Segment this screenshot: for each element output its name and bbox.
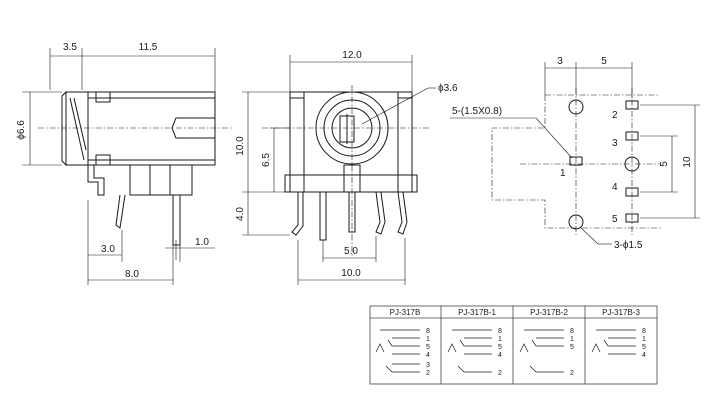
dim-10-0-vertical: 10.0 [235,136,246,156]
c4-pin-5: 5 [642,344,646,351]
dim-3: 3 [557,56,563,67]
pin-4: 4 [612,182,618,193]
dim-3-5: 3.5 [63,42,77,53]
c2-pin-5: 5 [498,344,502,351]
c1-pin-3: 3 [426,362,430,369]
pin-5: 5 [612,214,618,225]
table-header-pj317b-3: PJ-317B-3 [602,308,640,317]
schematic-pj317b: 8 1 5 4 3 2 [375,328,430,377]
c4-pin-8: 8 [642,328,646,335]
dim-11-5: 11.5 [139,42,158,53]
pin-1: 1 [560,168,566,179]
table-header-pj317b: PJ-317B [390,308,421,317]
c3-pin-1: 1 [570,336,574,343]
c2-pin-8: 8 [498,328,502,335]
c1-pin-4: 4 [426,352,430,359]
dim-1-0: 1.0 [195,237,209,248]
pin-3: 3 [612,138,618,149]
c1-pin-5: 5 [426,344,430,351]
dim-6-5: 6.5 [261,153,272,167]
pin-2: 2 [612,110,618,121]
table-header-pj317b-1: PJ-317B-1 [458,308,496,317]
c4-pin-4: 4 [642,352,646,359]
c2-pin-4: 4 [498,352,502,359]
hole-size-label: 3-ϕ1.5 [614,240,643,251]
front-view: 12.0 ϕ3.6 10.0 6.5 4.0 [235,50,458,285]
schematic-table: PJ-317B PJ-317B-1 PJ-317B-2 PJ-317B-3 8 … [369,305,658,385]
dim-5-right: 5 [659,161,670,167]
bottom-view: 3 5 1 2 3 4 5 10 5 5-(1.5X0.8 [450,56,700,251]
dim-10-right: 10 [682,156,693,168]
dim-12-0: 12.0 [342,50,362,61]
c2-pin-2: 2 [498,370,502,377]
c3-pin-5: 5 [570,344,574,351]
c1-pin-8: 8 [426,328,430,335]
schematic-pj317b-2: 8 1 5 2 [519,328,574,377]
dim-10-0-horizontal: 10.0 [341,268,361,279]
dim-phi-3-6: ϕ3.6 [438,83,458,94]
c2-pin-1: 1 [498,336,502,343]
schematic-pj317b-1: 8 1 5 4 2 [447,328,502,377]
dim-5-0: 5.0 [344,246,358,257]
dim-3-0: 3.0 [101,244,115,255]
c1-pin-1: 1 [426,336,430,343]
dim-phi-6-6: ϕ6.6 [16,120,27,140]
dim-8-0: 8.0 [125,269,139,280]
c3-pin-2: 2 [570,370,574,377]
c4-pin-1: 1 [642,336,646,343]
dim-5-top: 5 [601,56,607,67]
c3-pin-8: 8 [570,328,574,335]
table-header-pj317b-2: PJ-317B-2 [530,308,568,317]
side-view: 3.5 11.5 ϕ6.6 3.0 1.0 [16,42,232,285]
schematic-pj317b-3: 8 1 5 4 [591,328,646,359]
c1-pin-2: 2 [426,370,430,377]
pad-size-label: 5-(1.5X0.8) [452,106,502,117]
dim-4-0: 4.0 [235,207,246,221]
